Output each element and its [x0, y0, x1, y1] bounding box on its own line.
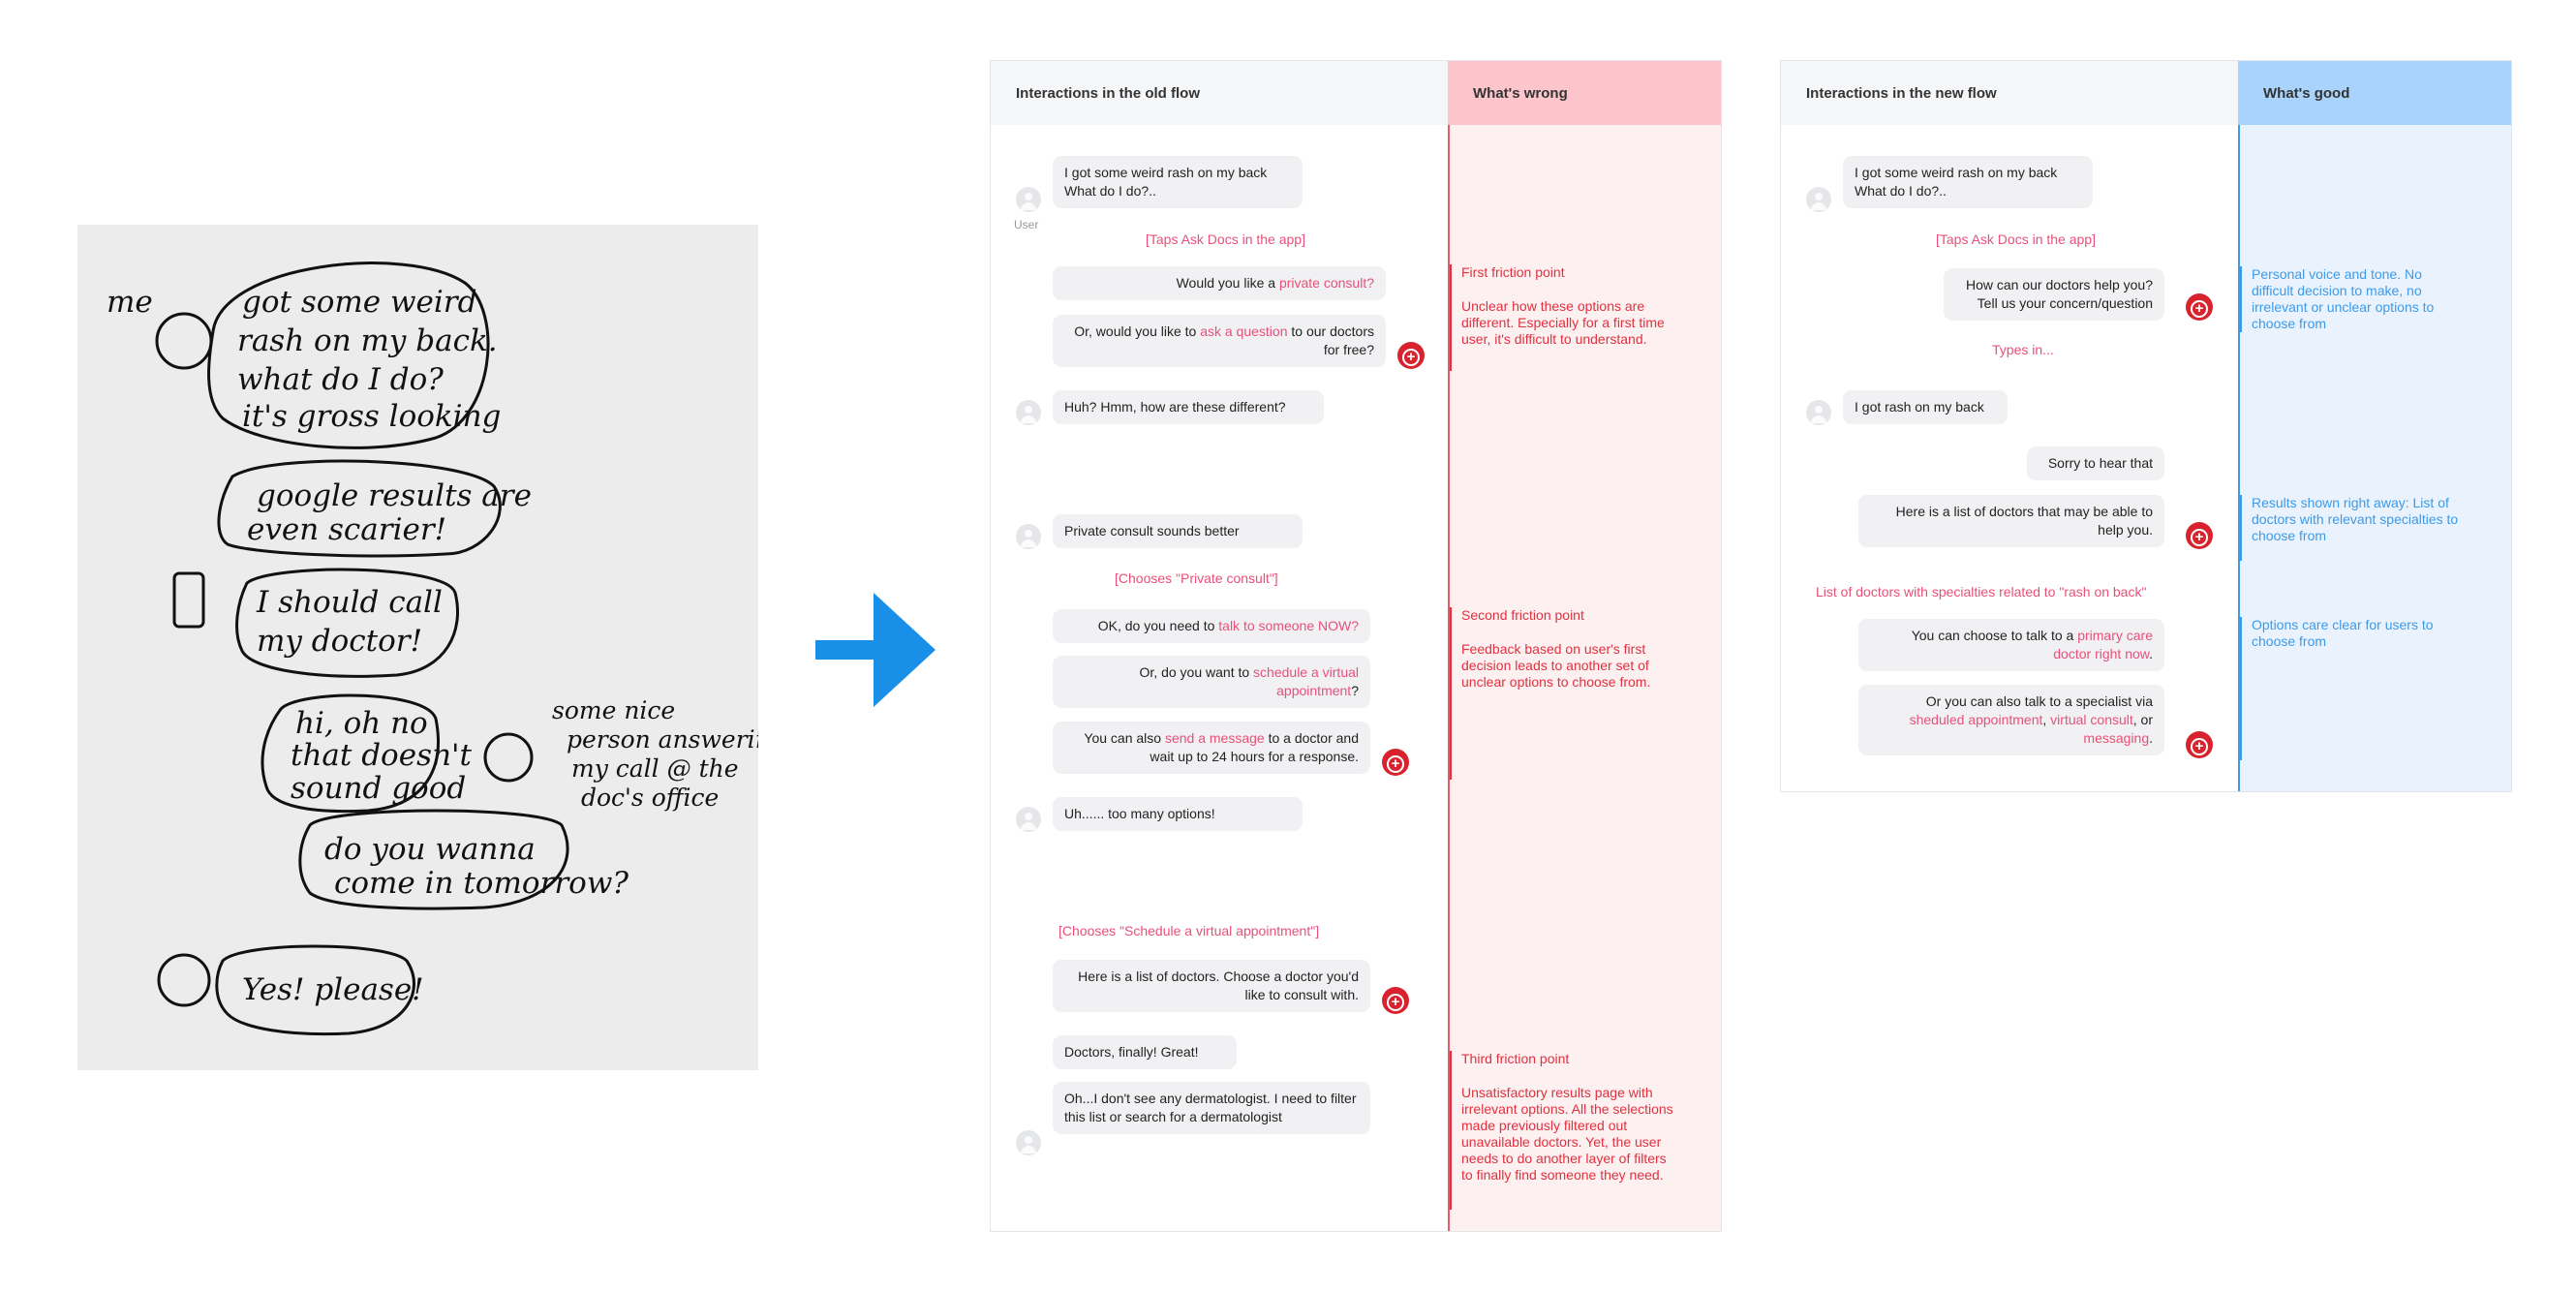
hand-drawn-sketch: me got some weird rash on my back. what … — [77, 225, 758, 1070]
sketch-line: my doctor! — [257, 624, 422, 659]
whats-good-column — [2238, 61, 2511, 791]
sketch-line: my call @ the — [571, 754, 739, 783]
bot-message: OK, do you need to talk to someone NOW? — [1053, 609, 1370, 643]
bot-message: You can choose to talk to a primary care… — [1858, 619, 2164, 671]
user-message: I got some weird rash on my back What do… — [1843, 156, 2093, 208]
good-note: Personal voice and tone. No difficult de… — [2240, 266, 2465, 332]
bot-message: Or you can also talk to a specialist via… — [1858, 685, 2164, 755]
sketch-line: it's gross looking — [242, 399, 501, 434]
bot-message: Here is a list of doctors. Choose a doct… — [1053, 960, 1370, 1012]
sketch-line: Yes! please! — [242, 972, 424, 1007]
sketch-drawing: me got some weird rash on my back. what … — [107, 261, 758, 1036]
whats-good-header: What's good — [2238, 61, 2511, 125]
doctor-icon: + — [1382, 987, 1409, 1014]
sketch-me: me — [107, 285, 153, 320]
user-action: [Taps Ask Docs in the app] — [1146, 231, 1305, 247]
user-action: Types in... — [1992, 342, 2054, 357]
user-avatar — [1016, 187, 1041, 212]
new-flow-header: Interactions in the new flow — [1781, 61, 2238, 125]
user-action: [Chooses "Schedule a virtual appointment… — [1058, 923, 1320, 938]
user-message: Private consult sounds better — [1053, 514, 1303, 548]
bot-message: Sorry to hear that — [2027, 446, 2164, 480]
doctor-icon: + — [2186, 731, 2213, 758]
sketch-line: what do I do? — [237, 362, 444, 397]
user-label: User — [1014, 218, 1039, 231]
user-action: [Chooses "Private consult"] — [1115, 570, 1278, 586]
user-message: I got some weird rash on my back What do… — [1053, 156, 1303, 208]
bot-message: You can also send a message to a doctor … — [1053, 722, 1370, 774]
sketch-line: do you wanna — [324, 832, 536, 867]
bot-message: Would you like a private consult? — [1053, 266, 1386, 300]
user-action: List of doctors with specialties related… — [1816, 584, 2147, 600]
user-message: I got rash on my back — [1843, 390, 2008, 424]
whats-wrong-column — [1448, 61, 1721, 1231]
doctor-icon: + — [1382, 749, 1409, 776]
sketch-line: come in tomorrow? — [334, 866, 629, 901]
user-avatar — [1016, 1130, 1041, 1155]
new-flow-panel: Interactions in the new flow What's good… — [1780, 60, 2512, 792]
doctor-icon: + — [1397, 342, 1425, 369]
sketch-line: sound good — [291, 771, 466, 806]
user-avatar — [1016, 524, 1041, 549]
bot-message: How can our doctors help you? Tell us yo… — [1944, 268, 2164, 321]
bot-message: Or, do you want to schedule a virtual ap… — [1053, 656, 1370, 708]
sketch-line: google results are — [257, 478, 532, 513]
old-flow-header: Interactions in the old flow — [991, 61, 1448, 125]
sketch-line: person answering — [567, 725, 758, 754]
sketch-line: hi, oh no — [295, 706, 428, 741]
doctor-icon: + — [2186, 522, 2213, 549]
old-flow-panel: Interactions in the old flow What's wron… — [990, 60, 1722, 1232]
user-avatar — [1806, 400, 1831, 425]
bot-message: Here is a list of doctors that may be ab… — [1858, 495, 2164, 547]
user-avatar — [1016, 400, 1041, 425]
right-arrow-icon — [815, 593, 935, 707]
bot-message: Or, would you like to ask a question to … — [1053, 315, 1386, 367]
sketch-line: I should call — [256, 585, 443, 620]
user-avatar — [1016, 807, 1041, 832]
user-message: Huh? Hmm, how are these different? — [1053, 390, 1324, 424]
sketch-line: doc's office — [581, 784, 719, 812]
sketch-line: rash on my back. — [237, 323, 498, 358]
sketch-line: got some weird — [242, 285, 476, 320]
sketch-line: even scarier! — [247, 512, 446, 547]
good-note: Results shown right away: List of doctor… — [2240, 495, 2465, 561]
user-message: Oh...I don't see any dermatologist. I ne… — [1053, 1082, 1370, 1134]
good-note: Options care clear for users to choose f… — [2240, 617, 2465, 760]
user-message: Uh...... too many options! — [1053, 797, 1303, 831]
whats-wrong-header: What's wrong — [1448, 61, 1721, 125]
user-action: [Taps Ask Docs in the app] — [1936, 231, 2096, 247]
doctor-icon: + — [2186, 293, 2213, 321]
sketch-line: some nice — [552, 696, 675, 724]
sketch-line: that doesn't — [291, 738, 472, 773]
user-message: Doctors, finally! Great! — [1053, 1035, 1237, 1069]
user-avatar — [1806, 187, 1831, 212]
